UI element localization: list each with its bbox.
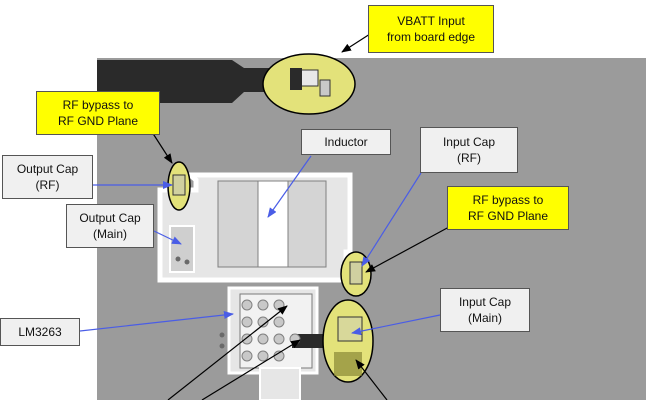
arrow-lower-2 xyxy=(201,339,301,401)
callout-vbatt-input: VBATT Input from board edge xyxy=(368,5,494,53)
input-cap-main-pad xyxy=(337,316,363,342)
arrow-inductor xyxy=(267,155,312,218)
callout-line: (Main) xyxy=(467,311,502,325)
callout-line: RF GND Plane xyxy=(467,209,549,223)
callout-input-cap-rf: Input Cap (RF) xyxy=(420,127,518,173)
callout-line: Input Cap xyxy=(442,135,496,149)
arrow-rf-bypass-right xyxy=(365,226,450,273)
vbatt-connector-dark xyxy=(290,68,302,90)
arrow-vbatt-input xyxy=(341,33,371,53)
vbatt-connector-pad xyxy=(299,69,319,87)
callout-line: Output Cap xyxy=(16,162,79,176)
callout-line: VBATT Input xyxy=(397,14,465,28)
lower-copper xyxy=(259,367,301,401)
arrow-lower-1 xyxy=(167,305,288,401)
callout-line: RF bypass to xyxy=(472,193,544,207)
arrow-rf-bypass-left xyxy=(151,131,173,164)
arrow-input-cap-main xyxy=(351,314,441,336)
callout-line: Output Cap xyxy=(79,211,141,225)
arrow-input-cap-rf xyxy=(361,172,422,267)
callout-line: (Main) xyxy=(92,227,127,241)
input-cap-main-lower xyxy=(334,352,362,376)
callout-rf-bypass-right: RF bypass to RF GND Plane xyxy=(447,186,569,230)
callout-line: (RF) xyxy=(35,178,60,192)
arrow-lm3263 xyxy=(79,311,234,332)
callout-line: from board edge xyxy=(386,30,476,44)
arrow-lower-3 xyxy=(355,359,388,401)
output-cap-rf-pad xyxy=(172,174,186,196)
callout-input-cap-main: Input Cap (Main) xyxy=(440,288,530,332)
callout-lm3263: LM3263 xyxy=(0,318,80,346)
callout-output-cap-rf: Output Cap (RF) xyxy=(2,155,93,199)
vbatt-connector-right xyxy=(319,79,331,97)
output-cap-main-pad xyxy=(169,225,195,273)
callout-rf-bypass-left: RF bypass to RF GND Plane xyxy=(36,91,160,135)
callout-line: (RF) xyxy=(457,151,481,165)
callout-line: RF bypass to xyxy=(62,98,134,112)
callout-line: LM3263 xyxy=(18,325,62,339)
callout-arrows xyxy=(79,33,450,401)
side-vias xyxy=(175,256,225,349)
callout-inductor: Inductor xyxy=(301,129,391,155)
arrow-output-cap-main xyxy=(153,230,182,245)
callout-line: RF GND Plane xyxy=(57,114,139,128)
callout-line: Inductor xyxy=(324,135,368,149)
callout-line: Input Cap xyxy=(458,295,512,309)
inductor-terminal-left xyxy=(217,180,259,268)
callout-output-cap-main: Output Cap (Main) xyxy=(66,204,154,248)
inductor-terminal-right xyxy=(287,180,327,268)
input-cap-rf-pad xyxy=(349,261,363,285)
